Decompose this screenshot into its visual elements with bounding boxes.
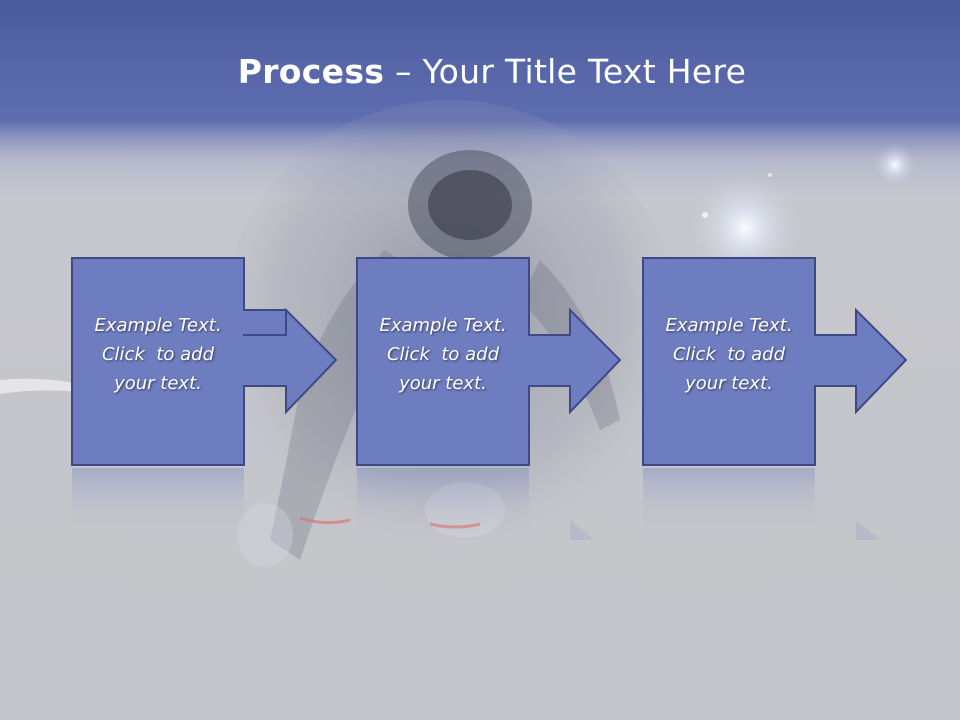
step-2-line-1: Example Text. [379, 315, 507, 336]
process-step-2-shape[interactable] [356, 257, 530, 466]
process-step-3-text[interactable]: Example Text. Click to add your text. [643, 311, 815, 398]
process-arrow-3[interactable] [814, 307, 908, 415]
step-3-line-3: your text. [685, 373, 773, 394]
step-1-line-2: Click to add [101, 344, 214, 365]
step-2-line-2: Click to add [386, 344, 499, 365]
step-1-line-3: your text. [114, 373, 202, 394]
process-step-3-shape[interactable] [642, 257, 816, 466]
title-bold: Process [237, 52, 385, 91]
process-arrow-2[interactable] [528, 307, 622, 415]
step-2-line-3: your text. [399, 373, 487, 394]
step-3-line-2: Click to add [672, 344, 785, 365]
process-arrow-1[interactable] [243, 307, 338, 415]
process-step-2-text[interactable]: Example Text. Click to add your text. [357, 311, 529, 398]
process-step-1-text[interactable]: Example Text. Click to add your text. [72, 311, 244, 398]
step-3-line-1: Example Text. [665, 315, 793, 336]
title-rest: – Your Title Text Here [384, 52, 747, 91]
slide-title[interactable]: Process – Your Title Text Here [0, 52, 960, 91]
step-1-line-1: Example Text. [94, 315, 222, 336]
